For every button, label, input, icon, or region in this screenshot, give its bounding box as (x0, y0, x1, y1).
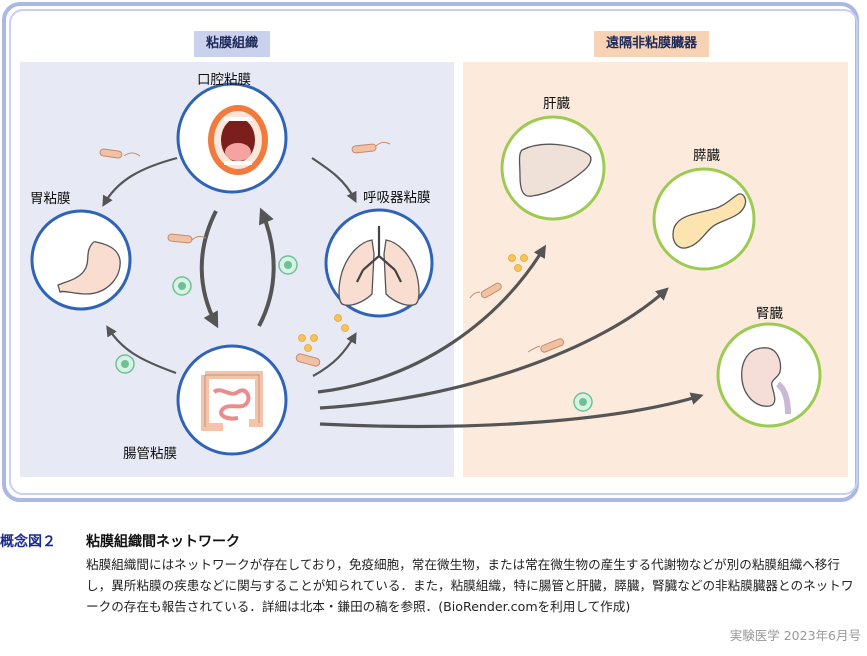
intestine-label: 腸管粘膜 (123, 446, 177, 462)
stomach-label: 胃粘膜 (30, 191, 71, 207)
figure-frame-inner (9, 9, 858, 495)
liver-icon (518, 143, 592, 197)
non-mucosal-organs-tag: 遠隔非粘膜臓器 (594, 31, 710, 57)
figure-caption: 粘膜組織間にはネットワークが存在しており，免疫細胞，常在微生物，または常在微生物… (86, 557, 854, 614)
organ-arrows (317, 244, 704, 429)
liver-label: 肝臓 (543, 96, 570, 112)
source-credit: 実験医学 2023年6月号 (729, 628, 861, 643)
arrow-oral-to-respiratory (311, 157, 357, 203)
network-diagram (30, 82, 822, 456)
metabolite-icons (298, 254, 528, 352)
figure-number: 概念図２ (0, 534, 56, 550)
arrow-oral-to-intestine (199, 210, 219, 329)
arrow-intestine-to-oral (257, 207, 276, 327)
respiratory-label: 呼吸器粘膜 (363, 190, 431, 206)
arrow-intestine-to-pancreas (319, 287, 669, 410)
arrow-oral-to-stomach (102, 156, 178, 207)
mucosal-tissue-tag: 粘膜組織 (194, 31, 271, 57)
oral-intestine-arrows (199, 207, 276, 329)
kidney-icon (741, 347, 791, 415)
mouth-icon (208, 105, 268, 175)
arrow-intestine-to-liver (317, 244, 547, 394)
immune-cell-icons (115, 255, 593, 412)
intestine-mucosa-node (176, 344, 288, 456)
figure-title: 粘膜組織間ネットワーク (86, 534, 240, 550)
arrow-intestine-to-stomach (106, 325, 177, 375)
microbe-icons (99, 141, 565, 367)
stomach-icon (57, 241, 121, 295)
kidney-label: 腎臓 (756, 306, 783, 322)
pancreas-icon (672, 193, 747, 249)
oral-label: 口腔粘膜 (197, 72, 251, 88)
arrow-intestine-to-kidney (319, 392, 704, 429)
lungs-icon (338, 226, 420, 306)
arrow-intestine-to-respiratory (312, 332, 357, 377)
mucosal-arrows (102, 156, 357, 377)
intestine-icon (201, 371, 263, 431)
pancreas-label: 膵臓 (693, 148, 720, 164)
